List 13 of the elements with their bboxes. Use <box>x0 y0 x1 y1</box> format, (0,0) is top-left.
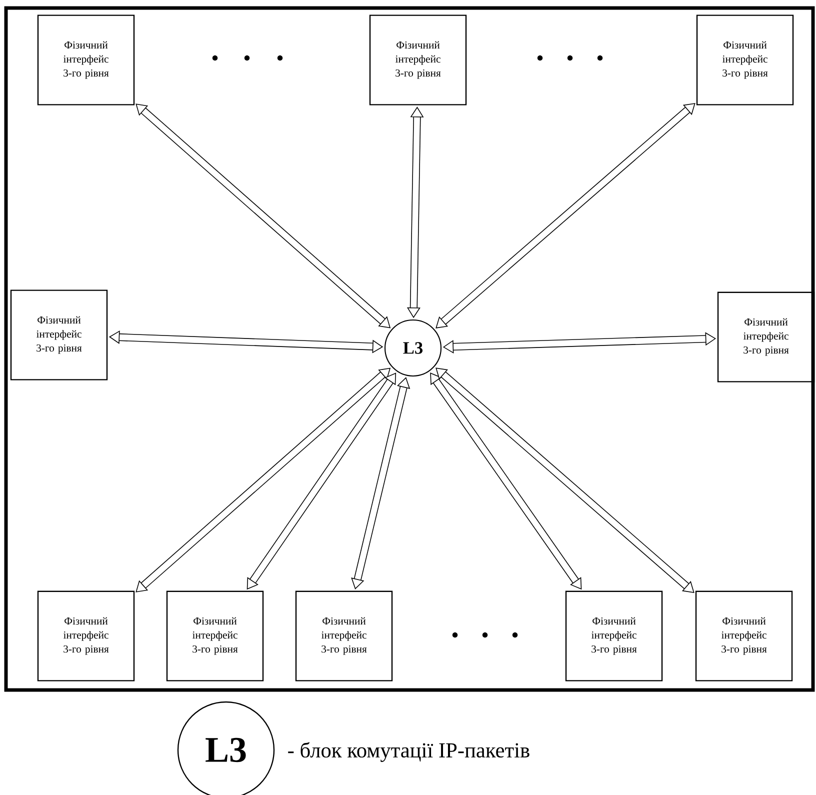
interface-box: Фізичний інтерфейс 3-го рівня <box>717 292 815 382</box>
interface-box: Фізичний інтерфейс 3-го рівня <box>695 590 793 682</box>
legend-text: - блок комутації IP-пакетів <box>288 742 530 762</box>
double-arrow <box>436 103 696 328</box>
interface-box: Фізичний інтерфейс 3-го рівня <box>565 590 663 682</box>
interface-box: Фізичний інтерфейс 3-го рівня <box>166 590 264 682</box>
interface-box: Фізичний інтерфейс 3-го рівня <box>696 14 794 106</box>
interface-box: Фізичний інтерфейс 3-го рівня <box>369 14 467 106</box>
interface-box: Фізичний інтерфейс 3-го рівня <box>295 590 393 682</box>
interface-box: Фізичний інтерфейс 3-го рівня <box>37 590 135 682</box>
interface-box: Фізичний інтерфейс 3-го рівня <box>10 290 108 380</box>
double-arrow <box>436 368 694 593</box>
interface-box: Фізичний інтерфейс 3-го рівня <box>37 14 135 106</box>
